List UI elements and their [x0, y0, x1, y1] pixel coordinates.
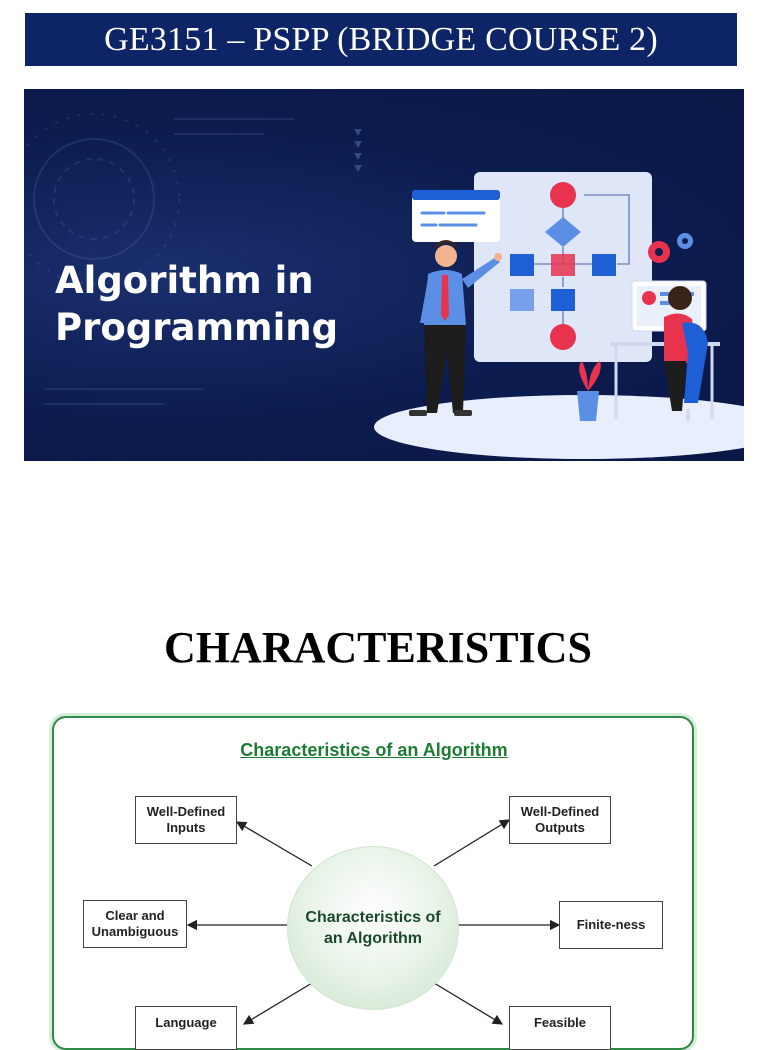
box-well-defined-outputs: Well-Defined Outputs: [509, 796, 611, 844]
man-figure: [409, 240, 502, 416]
box-inputs-line1: Well-Defined: [146, 804, 226, 819]
code-window: [412, 190, 500, 242]
box-clear-line1: Clear and: [105, 908, 165, 923]
diagram-arrows: [186, 819, 561, 1025]
arrow-inputs: [235, 821, 313, 867]
flowchart-start: [550, 182, 576, 208]
flowchart-decision: [545, 217, 581, 247]
header-bar: GE3151 – PSPP (BRIDGE COURSE 2): [25, 13, 737, 66]
box-clear-unambiguous: Clear and Unambiguous: [83, 900, 187, 948]
banner-title-line1: Algorithm in: [55, 259, 314, 302]
box-inputs-line2: Inputs: [166, 820, 206, 835]
flowchart-node: [510, 254, 534, 276]
header-title: GE3151 – PSPP (BRIDGE COURSE 2): [104, 20, 658, 58]
woman-desk: [610, 280, 720, 421]
plant-icon: [577, 361, 601, 421]
box-outputs-line1: Well-Defined: [520, 804, 600, 819]
section-heading: CHARACTERISTICS: [164, 623, 592, 672]
box-outputs-line2: Outputs: [535, 820, 585, 835]
gear-icon: [648, 241, 670, 263]
tech-circle-decoration: [24, 113, 294, 405]
flowchart-node: [551, 254, 575, 276]
banner-title-line2: Programming: [55, 306, 339, 349]
arrow-outputs: [433, 819, 511, 867]
box-clear-line2: Unambiguous: [91, 924, 179, 939]
banner-image: Algorithm in Programming: [24, 89, 744, 461]
characteristics-diagram: Characteristics of an Algorithm Characte…: [52, 716, 694, 1050]
banner-title: Algorithm in Programming: [55, 257, 338, 351]
center-line2: an Algorithm: [323, 930, 423, 947]
diagram-title: Characteristics of an Algorithm: [240, 740, 508, 760]
box-feasible: Feasible: [509, 1006, 611, 1050]
arrow-feasible: [433, 982, 504, 1025]
flowchart-node: [510, 289, 534, 311]
flowchart-node: [592, 254, 616, 276]
box-well-defined-inputs: Well-Defined Inputs: [135, 796, 237, 844]
arrow-decoration: [354, 129, 362, 172]
gear-icon: [677, 233, 693, 249]
box-finite-label: Finite-ness: [576, 917, 646, 932]
center-line1: Characteristics of: [305, 909, 441, 926]
banner-illustration: [24, 113, 744, 459]
box-feasible-label: Feasible: [533, 1015, 587, 1030]
box-language: Language: [135, 1006, 237, 1050]
box-language-label: Language: [155, 1015, 217, 1030]
center-circle: Characteristics of an Algorithm: [287, 846, 459, 1010]
flowchart-end: [550, 324, 576, 350]
flowchart-node: [551, 289, 575, 311]
box-finite-ness: Finite-ness: [559, 901, 663, 949]
arrow-language: [242, 982, 313, 1025]
